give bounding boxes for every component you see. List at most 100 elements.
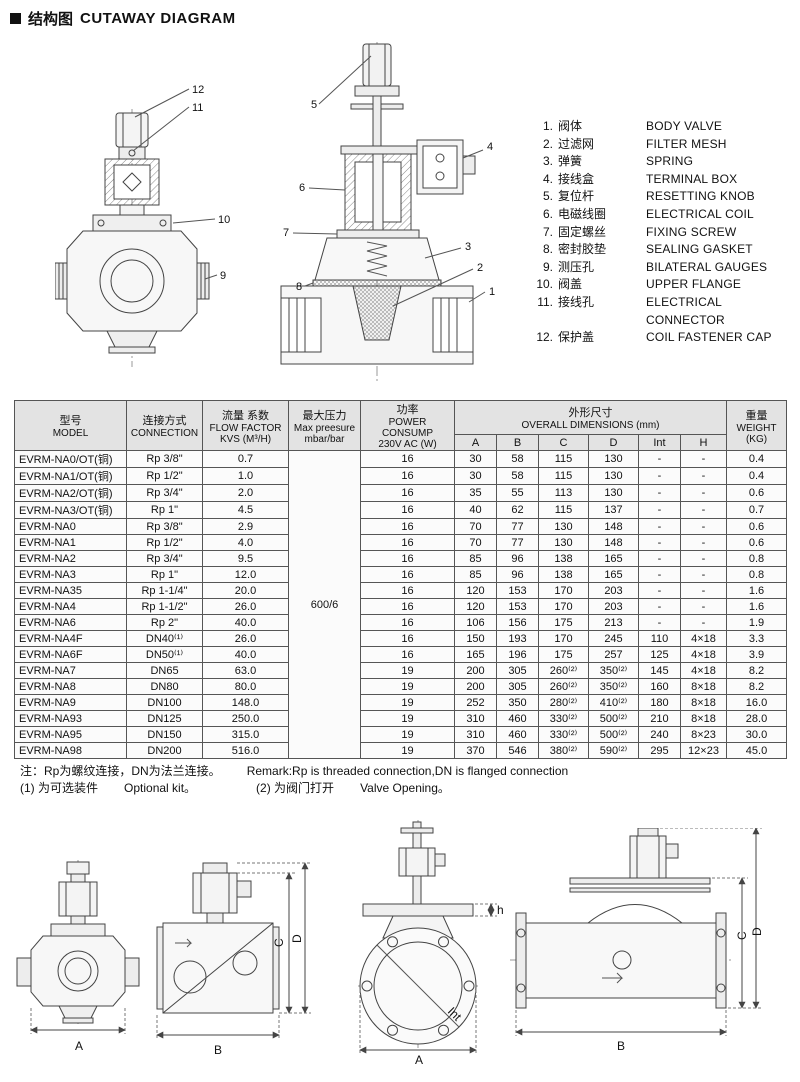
section-header: 结构图 CUTAWAY DIAGRAM: [10, 8, 236, 29]
dim-label-c: C: [272, 938, 286, 947]
model-cell: EVRM-NA93: [14, 710, 127, 727]
power-cell: 16: [360, 484, 455, 502]
spec-cell: -: [638, 534, 681, 551]
weight-cell: 1.6: [726, 598, 788, 615]
power-cell: 19: [360, 726, 455, 743]
connection-cell: DN125: [126, 710, 203, 727]
part-en: UPPER FLANGE: [646, 277, 742, 292]
spec-cell: 85: [454, 566, 497, 583]
col-dim-b: B: [496, 434, 539, 451]
dimension-drawing-small-side: C D B: [156, 862, 311, 1057]
part-zh: 电磁线圈: [558, 206, 607, 221]
spec-cell: 295: [638, 742, 681, 759]
part-zh: 弹簧: [558, 154, 583, 169]
part-en: SEALING GASKET: [646, 242, 753, 257]
spec-cell: 62: [496, 501, 539, 519]
weight-cell: 0.8: [726, 566, 788, 583]
part-en: COIL FASTENER CAP: [646, 330, 772, 345]
col-dim-h: H: [679, 434, 728, 451]
spec-cell: 380⁽²⁾: [538, 742, 589, 759]
connection-cell: Rp 1/2": [126, 467, 203, 485]
part-zh: 密封胶垫: [558, 242, 607, 257]
section-bullet-icon: [10, 13, 21, 24]
table-notes: 注：Rp为螺纹连接，DN为法兰连接。 Remark:Rp is threaded…: [20, 763, 782, 797]
model-cell: EVRM-NA4: [14, 598, 127, 615]
spec-cell: -: [679, 614, 728, 631]
connection-cell: Rp 1-1/2": [126, 598, 203, 615]
spec-cell: -: [638, 467, 681, 485]
spec-cell: 310: [454, 710, 497, 727]
spec-cell: 96: [496, 550, 539, 567]
power-cell: 16: [360, 501, 455, 519]
connection-cell: DN80: [126, 678, 203, 695]
connection-cell: DN65: [126, 662, 203, 679]
weight-cell: 0.6: [726, 518, 788, 535]
connection-cell: Rp 3/4": [126, 550, 203, 567]
spec-cell: 213: [588, 614, 639, 631]
callout-number: 9: [220, 270, 226, 282]
model-cell: EVRM-NA3: [14, 566, 127, 583]
spec-cell: 35: [454, 484, 497, 502]
spec-cell: 137: [588, 501, 639, 519]
spec-cell: 130: [588, 484, 639, 502]
dim-label-b: B: [214, 1043, 222, 1057]
spec-cell: 350: [496, 694, 539, 711]
spec-cell: 460: [496, 726, 539, 743]
kvs-cell: 20.0: [202, 582, 289, 599]
kvs-cell: 40.0: [202, 614, 289, 631]
connection-cell: DN200: [126, 742, 203, 759]
spec-cell: -: [679, 467, 728, 485]
callout-number: 5: [311, 99, 317, 111]
power-cell: 19: [360, 742, 455, 759]
cutaway-drawing-large-valve: 5 4 6 7 3 2 8 1: [280, 42, 495, 384]
part-zh: 阀盖: [558, 277, 583, 292]
dim-label-d: D: [750, 927, 764, 936]
connection-cell: DN40⁽¹⁾: [126, 630, 203, 647]
part-en: ELECTRICAL COIL: [646, 206, 754, 221]
spec-cell: 4×18: [679, 646, 728, 663]
spec-cell: 40: [454, 501, 497, 519]
dim-label-a: A: [415, 1053, 423, 1066]
model-cell: EVRM-NA4F: [14, 630, 127, 647]
col-dim-a: A: [454, 434, 497, 451]
spec-cell: 115: [538, 467, 589, 485]
kvs-cell: 4.5: [202, 501, 289, 519]
part-num: 11.: [537, 294, 553, 309]
dim-label-c: C: [735, 931, 749, 940]
kvs-cell: 250.0: [202, 710, 289, 727]
weight-cell: 0.6: [726, 534, 788, 551]
kvs-cell: 26.0: [202, 598, 289, 615]
part-num: 4.: [542, 171, 553, 186]
spec-cell: 30: [454, 450, 497, 468]
spec-cell: 252: [454, 694, 497, 711]
spec-cell: 180: [638, 694, 681, 711]
page-title-en: CUTAWAY DIAGRAM: [80, 10, 236, 27]
spec-cell: 8×18: [679, 710, 728, 727]
spec-cell: -: [679, 450, 728, 468]
part-zh: 测压孔: [558, 259, 595, 274]
weight-cell: 0.4: [726, 467, 788, 485]
spec-cell: 30: [454, 467, 497, 485]
remark-en: Remark:Rp is threaded connection,DN is f…: [246, 764, 569, 778]
spec-cell: 130: [588, 467, 639, 485]
connection-cell: Rp 1": [126, 566, 203, 583]
spec-cell: 260⁽²⁾: [538, 662, 589, 679]
note-optional-kit-en: Optional kit。: [124, 781, 197, 795]
spec-cell: 125: [638, 646, 681, 663]
spec-cell: 77: [496, 534, 539, 551]
power-cell: 16: [360, 646, 455, 663]
spec-cell: 156: [496, 614, 539, 631]
